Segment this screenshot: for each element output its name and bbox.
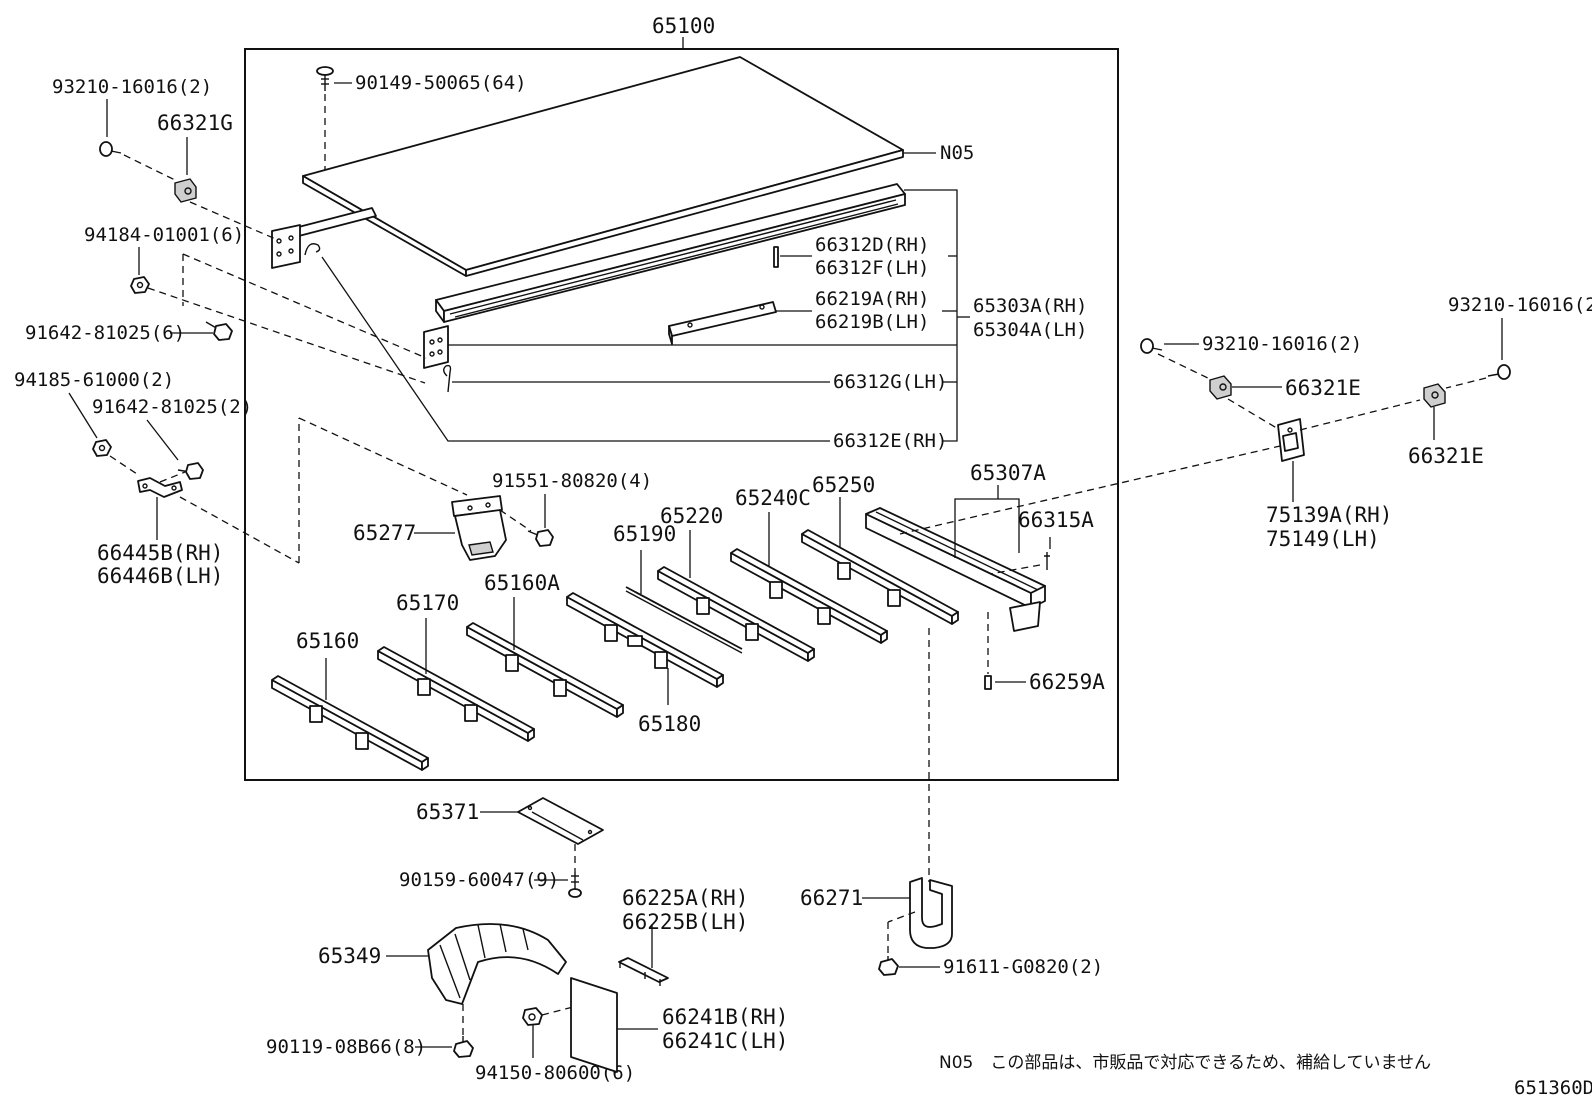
label-90149[interactable]: 90149-50065(64)	[355, 72, 527, 94]
label-65277[interactable]: 65277	[353, 521, 416, 545]
label-66241c[interactable]: 66241C(LH)	[662, 1029, 788, 1053]
assembly-frame	[244, 48, 1119, 781]
crossmember-65170[interactable]	[377, 646, 535, 742]
bolt-91611[interactable]	[878, 956, 899, 976]
bar-66219[interactable]	[668, 301, 777, 345]
label-66321e-a[interactable]: 66321E	[1285, 376, 1361, 400]
crossmember-65160[interactable]	[271, 675, 429, 771]
diagram-code: 651360D	[1514, 1077, 1592, 1099]
bracket-75139a[interactable]	[1277, 418, 1305, 462]
label-65303a[interactable]: 65303A(RH)	[973, 295, 1087, 317]
label-93210-mid[interactable]: 93210-16016(2)	[1202, 333, 1362, 355]
label-66321e-b[interactable]: 66321E	[1408, 444, 1484, 468]
label-66312e[interactable]: 66312E(RH)	[833, 430, 947, 452]
crossmember-65180[interactable]	[566, 592, 724, 688]
bracket-65277[interactable]	[451, 495, 507, 561]
label-66225b[interactable]: 66225B(LH)	[622, 910, 748, 934]
screw-90149[interactable]	[316, 66, 334, 91]
mudguard-65349[interactable]	[427, 923, 567, 1005]
crossmember-65250[interactable]	[801, 529, 959, 625]
label-65170[interactable]: 65170	[396, 591, 459, 615]
label-66446b[interactable]: 66446B(LH)	[97, 564, 223, 588]
clip-66312g[interactable]	[443, 364, 452, 393]
bolt-90119[interactable]	[453, 1036, 474, 1058]
nut-94150[interactable]	[522, 1007, 543, 1026]
label-65220[interactable]: 65220	[660, 504, 723, 528]
label-93210-left[interactable]: 93210-16016(2)	[52, 76, 212, 98]
mudflap-66241[interactable]	[570, 977, 618, 1073]
label-66259a[interactable]: 66259A	[1029, 670, 1105, 694]
rod-65190[interactable]	[625, 586, 743, 654]
crossmember-65160a[interactable]	[466, 622, 624, 718]
label-65100[interactable]: 65100	[652, 14, 715, 38]
label-90119[interactable]: 90119-08B66(8)	[266, 1036, 426, 1058]
left-rear-bracket[interactable]	[271, 207, 377, 269]
bolt-93210-mid[interactable]	[1140, 338, 1163, 354]
label-94185[interactable]: 94185-61000(2)	[14, 369, 174, 391]
label-66312g[interactable]: 66312G(LH)	[833, 371, 947, 393]
label-65349[interactable]: 65349	[318, 944, 381, 968]
bolt-91551[interactable]	[527, 529, 554, 547]
crossmember-65220[interactable]	[657, 566, 815, 662]
nut-94185[interactable]	[92, 439, 112, 457]
label-66225a[interactable]: 66225A(RH)	[622, 886, 748, 910]
screw-90159[interactable]	[568, 872, 582, 898]
bracket-66225a[interactable]	[618, 957, 669, 986]
footnote-n05: N05 この部品は、市販品で対応できるため、補給していません	[939, 1053, 1431, 1073]
bolt-91642-a[interactable]	[205, 321, 233, 341]
label-66445b[interactable]: 66445B(RH)	[97, 541, 223, 565]
bolt-91642-b[interactable]	[177, 462, 204, 480]
pin-66259a[interactable]	[984, 675, 992, 690]
label-65240c[interactable]: 65240C	[735, 486, 811, 510]
bolt-93210-left[interactable]	[99, 141, 122, 157]
label-65304a[interactable]: 65304A(LH)	[973, 319, 1087, 341]
bolt-93210-right[interactable]	[1487, 364, 1511, 380]
label-66312f[interactable]: 66312F(LH)	[815, 257, 929, 279]
label-65250[interactable]: 65250	[812, 473, 875, 497]
label-91551[interactable]: 91551-80820(4)	[492, 470, 652, 492]
label-66219a[interactable]: 66219A(RH)	[815, 288, 929, 310]
nut-66321g[interactable]	[174, 178, 197, 203]
label-75139a[interactable]: 75139A(RH)	[1266, 503, 1392, 527]
nut-66321e-a[interactable]	[1209, 375, 1232, 400]
label-66312d[interactable]: 66312D(RH)	[815, 234, 929, 256]
label-66219b[interactable]: 66219B(LH)	[815, 311, 929, 333]
side-rail[interactable]	[423, 183, 906, 369]
pin-66315a[interactable]	[1044, 552, 1050, 570]
plate-65371[interactable]	[517, 797, 604, 845]
label-65190[interactable]: 65190	[613, 522, 676, 546]
label-66321g[interactable]: 66321G	[157, 111, 233, 135]
label-66315a[interactable]: 66315A	[1018, 508, 1094, 532]
label-66271[interactable]: 66271	[800, 886, 863, 910]
label-94150[interactable]: 94150-80600(6)	[475, 1062, 635, 1084]
label-n05[interactable]: N05	[940, 142, 974, 164]
bracket-66445b[interactable]	[137, 477, 183, 498]
label-91642-a[interactable]: 91642-81025(6)	[25, 322, 185, 344]
label-66241b[interactable]: 66241B(RH)	[662, 1005, 788, 1029]
label-65180[interactable]: 65180	[638, 712, 701, 736]
label-65160a[interactable]: 65160A	[484, 571, 560, 595]
label-90159[interactable]: 90159-60047(9)	[399, 869, 559, 891]
deck-board[interactable]	[302, 56, 904, 277]
nut-94184[interactable]	[130, 276, 150, 294]
label-65371[interactable]: 65371	[416, 800, 479, 824]
bracket-66271[interactable]	[909, 877, 953, 949]
label-65160[interactable]: 65160	[296, 629, 359, 653]
nut-66321e-b[interactable]	[1423, 383, 1446, 408]
label-91642-b[interactable]: 91642-81025(2)	[92, 396, 252, 418]
label-75149[interactable]: 75149(LH)	[1266, 527, 1380, 551]
label-93210-right[interactable]: 93210-16016(2)	[1448, 294, 1592, 316]
label-91611[interactable]: 91611-G0820(2)	[943, 956, 1103, 978]
label-94184[interactable]: 94184-01001(6)	[84, 224, 244, 246]
label-65307a[interactable]: 65307A	[970, 461, 1046, 485]
crossmember-65240c[interactable]	[730, 548, 888, 644]
pin-66312d[interactable]	[773, 246, 779, 268]
